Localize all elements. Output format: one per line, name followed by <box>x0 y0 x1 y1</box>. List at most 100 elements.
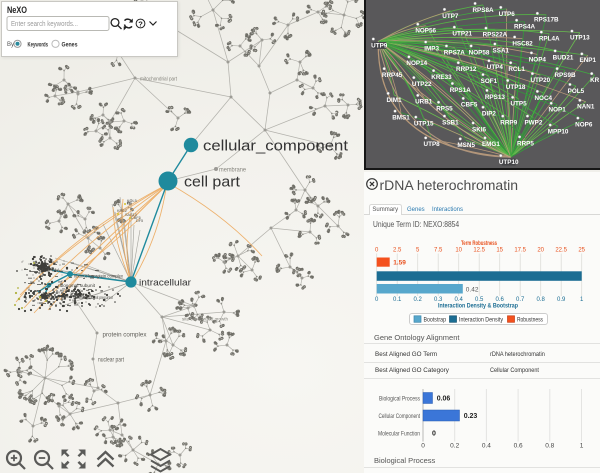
svg-text:NOP6: NOP6 <box>575 121 593 128</box>
svg-text:0.8: 0.8 <box>537 297 546 303</box>
svg-text:HSC82: HSC82 <box>512 40 533 47</box>
svg-text:UTP8: UTP8 <box>424 141 441 148</box>
svg-text:UTP6: UTP6 <box>499 11 516 18</box>
svg-text:0.9: 0.9 <box>557 297 566 303</box>
svg-text:Interaction Density & Bootstra: Interaction Density & Bootstrap <box>438 303 518 310</box>
svg-text:Genes: Genes <box>62 41 78 48</box>
svg-text:10: 10 <box>455 248 462 254</box>
svg-text:12.5: 12.5 <box>473 248 485 254</box>
svg-text:?: ? <box>138 19 143 28</box>
svg-text:KRE33: KRE33 <box>431 74 452 81</box>
svg-text:1.59: 1.59 <box>393 260 406 267</box>
svg-text:ribonucleoprotein complex: ribonucleoprotein complex <box>74 274 124 279</box>
svg-text:NOC4: NOC4 <box>535 95 553 102</box>
svg-text:ribosomal subunit precursor: ribosomal subunit precursor <box>73 295 113 300</box>
svg-text:UTP4: UTP4 <box>487 64 504 71</box>
svg-text:NAN1: NAN1 <box>577 104 595 111</box>
svg-text:0.42: 0.42 <box>466 286 479 293</box>
svg-text:RPS8A: RPS8A <box>472 7 493 14</box>
svg-text:UTP18: UTP18 <box>506 84 526 91</box>
svg-text:SSA1: SSA1 <box>493 47 510 54</box>
svg-text:RPS9B: RPS9B <box>554 72 575 79</box>
svg-text:0: 0 <box>432 431 436 438</box>
svg-text:By:: By: <box>7 42 16 48</box>
svg-text:KRE2: KRE2 <box>117 209 127 213</box>
svg-text:17.5: 17.5 <box>514 248 526 254</box>
svg-text:UTP10: UTP10 <box>499 159 519 166</box>
svg-text:POL5: POL5 <box>568 88 585 95</box>
svg-text:NOP1: NOP1 <box>549 107 567 114</box>
svg-text:Molecular Function: Molecular Function <box>378 431 420 438</box>
svg-text:2.5: 2.5 <box>393 248 402 254</box>
svg-text:MPP10: MPP10 <box>548 128 569 135</box>
svg-text:nuclear part: nuclear part <box>98 357 124 364</box>
svg-text:intracellular: intracellular <box>139 278 191 289</box>
svg-text:Interaction Density: Interaction Density <box>459 318 503 324</box>
svg-text:SAS10: SAS10 <box>125 213 137 217</box>
svg-text:ribosomal subunit: ribosomal subunit <box>58 283 96 288</box>
svg-text:RPL4A: RPL4A <box>539 36 560 43</box>
svg-text:0.1: 0.1 <box>393 297 402 303</box>
svg-text:UTP20: UTP20 <box>530 77 550 84</box>
svg-text:RPS5: RPS5 <box>436 106 453 113</box>
svg-text:membrane: membrane <box>219 168 247 174</box>
svg-text:15: 15 <box>496 248 503 254</box>
svg-text:0.3: 0.3 <box>434 297 443 303</box>
svg-text:cellular_component: cellular_component <box>203 138 349 155</box>
svg-text:RPS1A: RPS1A <box>450 87 471 94</box>
svg-text:UTP21: UTP21 <box>452 31 472 38</box>
svg-text:RPS17B: RPS17B <box>534 17 559 24</box>
svg-text:1: 1 <box>580 443 584 450</box>
svg-text:0.5: 0.5 <box>475 297 484 303</box>
svg-text:UTP13: UTP13 <box>570 35 590 42</box>
svg-text:0: 0 <box>421 443 425 450</box>
svg-text:RCL1: RCL1 <box>508 66 525 73</box>
svg-text:RPS7A: RPS7A <box>444 49 465 56</box>
svg-text:CBF5: CBF5 <box>131 216 141 220</box>
svg-text:RPS1A: RPS1A <box>46 268 60 273</box>
svg-text:0.6: 0.6 <box>514 443 523 450</box>
svg-text:Enter search keywords...: Enter search keywords... <box>11 21 78 28</box>
svg-text:DIP2: DIP2 <box>482 111 497 118</box>
svg-text:UTP22: UTP22 <box>412 81 432 88</box>
svg-text:BMS1: BMS1 <box>392 115 410 122</box>
svg-text:Keywords: Keywords <box>28 41 49 48</box>
svg-text:22.5: 22.5 <box>555 248 567 254</box>
svg-text:0.2: 0.2 <box>414 297 423 303</box>
svg-text:7.5: 7.5 <box>434 248 443 254</box>
svg-text:UTP9: UTP9 <box>371 42 388 49</box>
svg-text:mitochondrial part: mitochondrial part <box>140 77 178 83</box>
svg-text:25: 25 <box>578 248 585 254</box>
svg-text:RPS22A: RPS22A <box>483 32 508 39</box>
svg-text:RRP5: RRP5 <box>517 140 534 147</box>
svg-text:Robustness: Robustness <box>517 318 543 324</box>
svg-text:1: 1 <box>580 297 584 303</box>
svg-text:KOL5: KOL5 <box>127 199 137 203</box>
svg-text:BUD21: BUD21 <box>553 54 574 61</box>
svg-text:site of polarized growth: site of polarized growth <box>182 317 228 322</box>
svg-text:Biological Process: Biological Process <box>379 396 421 403</box>
svg-text:CBF5: CBF5 <box>461 102 478 109</box>
svg-text:UTP15: UTP15 <box>414 121 434 128</box>
svg-text:PWP2: PWP2 <box>524 120 542 127</box>
svg-text:Bootstrap: Bootstrap <box>424 318 447 324</box>
svg-text:0.6: 0.6 <box>496 297 505 303</box>
svg-text:0.4: 0.4 <box>482 443 491 450</box>
svg-text:DIM1: DIM1 <box>387 97 403 104</box>
svg-text:NeXO: NeXO <box>7 5 27 16</box>
svg-text:NOP4: NOP4 <box>529 56 547 63</box>
svg-text:RRP9: RRP9 <box>500 120 517 127</box>
svg-text:RRP12: RRP12 <box>456 66 477 73</box>
svg-text:MSN5: MSN5 <box>457 142 475 149</box>
svg-text:NOP56: NOP56 <box>415 28 436 35</box>
svg-text:Cellular Component: Cellular Component <box>379 413 421 420</box>
svg-text:SKI6: SKI6 <box>472 126 487 133</box>
svg-text:IMP3: IMP3 <box>424 45 439 52</box>
svg-text:RPS4A: RPS4A <box>514 24 535 31</box>
svg-text:20: 20 <box>537 248 544 254</box>
svg-text:cell part: cell part <box>184 174 241 191</box>
svg-text:0.06: 0.06 <box>437 396 451 403</box>
svg-text:NOP58: NOP58 <box>469 49 490 56</box>
svg-text:KR: KR <box>590 77 600 84</box>
svg-text:EMG1: EMG1 <box>482 141 500 148</box>
